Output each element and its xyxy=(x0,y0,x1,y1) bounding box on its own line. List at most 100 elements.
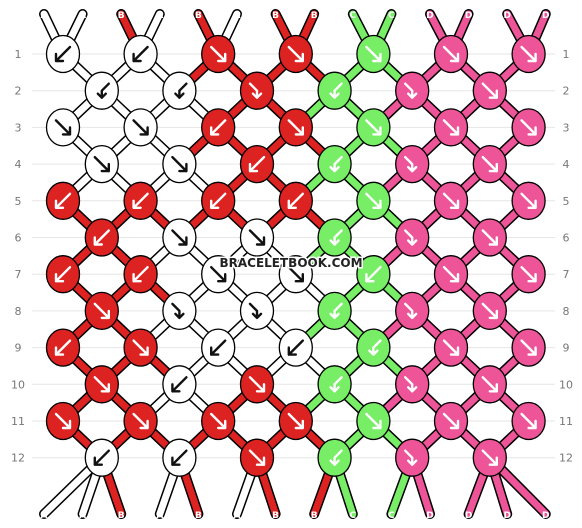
knot-arrow-icon xyxy=(93,376,110,393)
row-number-left: 9 xyxy=(15,342,22,355)
knot-arrow-icon xyxy=(132,119,149,136)
knot-arrow-icon xyxy=(248,449,266,466)
knot xyxy=(317,144,352,184)
knot-arrow-icon xyxy=(520,45,537,63)
knot xyxy=(239,438,275,477)
knot xyxy=(356,108,391,147)
knot xyxy=(278,255,313,294)
knot-arrow-icon xyxy=(132,266,149,283)
knot xyxy=(433,255,469,294)
knot xyxy=(239,291,275,331)
knot xyxy=(123,108,158,147)
string-label-bottom: D xyxy=(426,511,433,521)
knot xyxy=(395,291,430,331)
knot xyxy=(84,291,119,331)
knot xyxy=(317,71,352,110)
string-label-top: B xyxy=(195,11,202,21)
knot-arrow-icon xyxy=(210,192,227,209)
string-label-top: A xyxy=(234,11,241,21)
string-label-bottom: A xyxy=(234,511,241,521)
knot xyxy=(511,34,546,74)
knot-arrow-icon xyxy=(368,339,382,356)
knot-arrow-icon xyxy=(481,229,498,246)
knot xyxy=(472,218,507,257)
knot xyxy=(356,181,391,220)
string-label-top: D xyxy=(465,11,472,21)
knot-arrow-icon xyxy=(329,302,343,320)
knot-arrow-icon xyxy=(287,45,304,63)
knot-arrow-icon xyxy=(132,339,149,356)
knot xyxy=(162,71,197,110)
knot xyxy=(239,218,275,257)
string-label-top: D xyxy=(542,11,549,21)
knot-arrow-icon xyxy=(404,302,418,320)
knot xyxy=(395,144,430,184)
knot xyxy=(239,71,275,110)
knot xyxy=(433,108,469,147)
knot xyxy=(239,144,275,184)
knot xyxy=(356,401,391,441)
knot xyxy=(45,108,81,147)
knot xyxy=(84,218,119,257)
knot xyxy=(162,365,197,404)
string-label-bottom: B xyxy=(195,511,202,521)
row-number-right: 3 xyxy=(563,121,570,134)
knot xyxy=(472,438,507,477)
knot xyxy=(511,328,546,367)
row-number-right: 2 xyxy=(563,85,570,98)
row-number-right: 9 xyxy=(563,342,570,355)
string-label-bottom: A xyxy=(79,511,86,521)
knot xyxy=(356,34,391,74)
knot xyxy=(472,71,507,110)
string-label-top: C xyxy=(349,11,356,21)
row-number-left: 3 xyxy=(15,121,22,134)
knot xyxy=(278,181,313,220)
knot xyxy=(162,218,197,257)
knot xyxy=(84,365,119,404)
knot-arrow-icon xyxy=(132,192,149,209)
knot-arrow-icon xyxy=(404,376,418,393)
knot xyxy=(278,34,313,74)
knot-arrow-icon xyxy=(481,82,498,99)
row-number-right: 8 xyxy=(563,305,570,318)
knot-arrow-icon xyxy=(132,45,149,63)
row-number-left: 11 xyxy=(11,415,25,428)
knot xyxy=(45,328,81,367)
knot-arrow-icon xyxy=(171,449,188,466)
knot-arrow-icon xyxy=(520,192,537,209)
string-label-bottom: A xyxy=(41,511,48,521)
string-label-bottom: D xyxy=(542,511,549,521)
knot-arrow-icon xyxy=(287,192,304,209)
knot xyxy=(433,34,469,74)
knot-arrow-icon xyxy=(287,339,304,356)
knot xyxy=(472,291,507,331)
knot xyxy=(356,255,391,294)
row-number-right: 11 xyxy=(559,415,573,428)
knot xyxy=(84,438,119,477)
knot-arrow-icon xyxy=(93,449,110,466)
knot xyxy=(317,291,352,331)
row-number-right: 12 xyxy=(559,452,573,465)
row-number-left: 8 xyxy=(15,305,22,318)
knot xyxy=(511,108,546,147)
string-label-top: B xyxy=(311,11,318,21)
knots-layer xyxy=(45,34,546,477)
string-label-top: A xyxy=(41,11,48,21)
knot-arrow-icon xyxy=(520,266,537,283)
row-number-right: 7 xyxy=(563,268,570,281)
knot xyxy=(433,181,469,220)
knot-arrow-icon xyxy=(54,339,72,356)
knot xyxy=(201,401,236,441)
knot xyxy=(317,218,352,257)
knot-arrow-icon xyxy=(442,339,460,356)
knot-arrow-icon xyxy=(248,302,263,320)
knot-arrow-icon xyxy=(520,339,537,356)
knot-arrow-icon xyxy=(54,192,72,209)
row-number-right: 10 xyxy=(559,378,573,391)
knot xyxy=(278,401,313,441)
watermark-text: BRACELETBOOK.COM xyxy=(219,256,362,270)
knot-arrow-icon xyxy=(365,412,382,430)
knot xyxy=(511,255,546,294)
